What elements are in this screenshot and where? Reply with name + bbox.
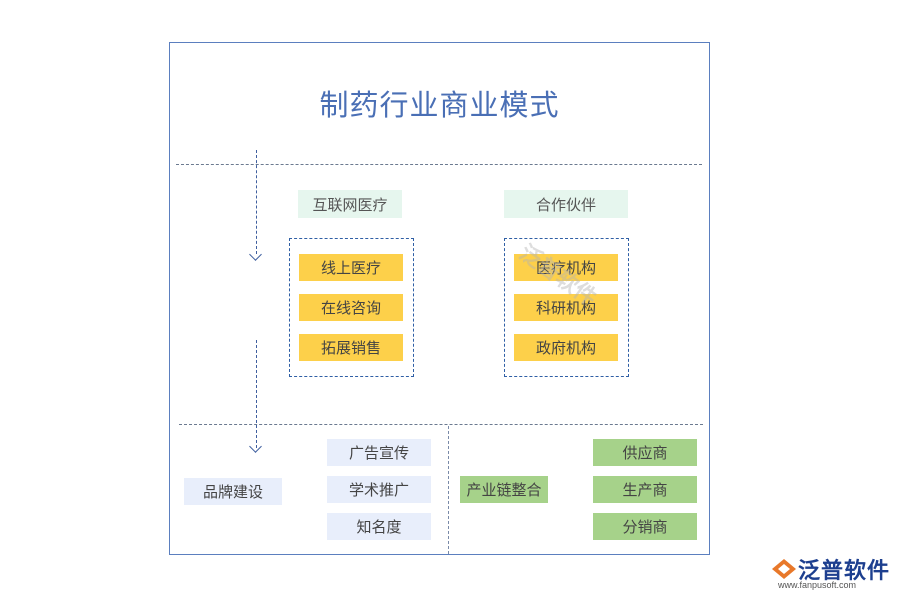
item-expand-sales: 拓展销售	[299, 334, 403, 361]
divider-middle	[179, 424, 703, 425]
item-academic-promotion: 学术推广	[327, 476, 431, 503]
group-internet-medical	[289, 238, 414, 377]
header-partners: 合作伙伴	[504, 190, 628, 218]
header-internet-medical: 互联网医疗	[298, 190, 402, 218]
diagram-title: 制药行业商业模式	[319, 88, 560, 122]
brand-logo: 泛普软件	[770, 553, 890, 585]
logo-mark-icon	[772, 559, 796, 579]
item-medical-institution: 医疗机构	[514, 254, 618, 281]
group-partners	[504, 238, 629, 377]
item-online-consult: 在线咨询	[299, 294, 403, 321]
logo-name: 泛普软件	[798, 559, 891, 584]
divider-top	[176, 164, 702, 165]
item-government-institution: 政府机构	[514, 334, 618, 361]
logo-url: www.fanpusoft.com	[778, 580, 857, 590]
item-online-medical: 线上医疗	[299, 254, 403, 281]
industry-chain-integration: 产业链整合	[460, 476, 548, 503]
item-advertising: 广告宣传	[327, 439, 431, 466]
diagram-frame	[169, 42, 710, 555]
item-supplier: 供应商	[593, 439, 697, 466]
flow-line-top	[256, 150, 257, 254]
flow-line-bottom	[256, 340, 257, 448]
divider-bottom-vertical	[448, 426, 449, 554]
item-distributor: 分销商	[593, 513, 697, 540]
brand-building: 品牌建设	[184, 478, 282, 505]
item-reputation: 知名度	[327, 513, 431, 540]
item-research-institution: 科研机构	[514, 294, 618, 321]
item-manufacturer: 生产商	[593, 476, 697, 503]
